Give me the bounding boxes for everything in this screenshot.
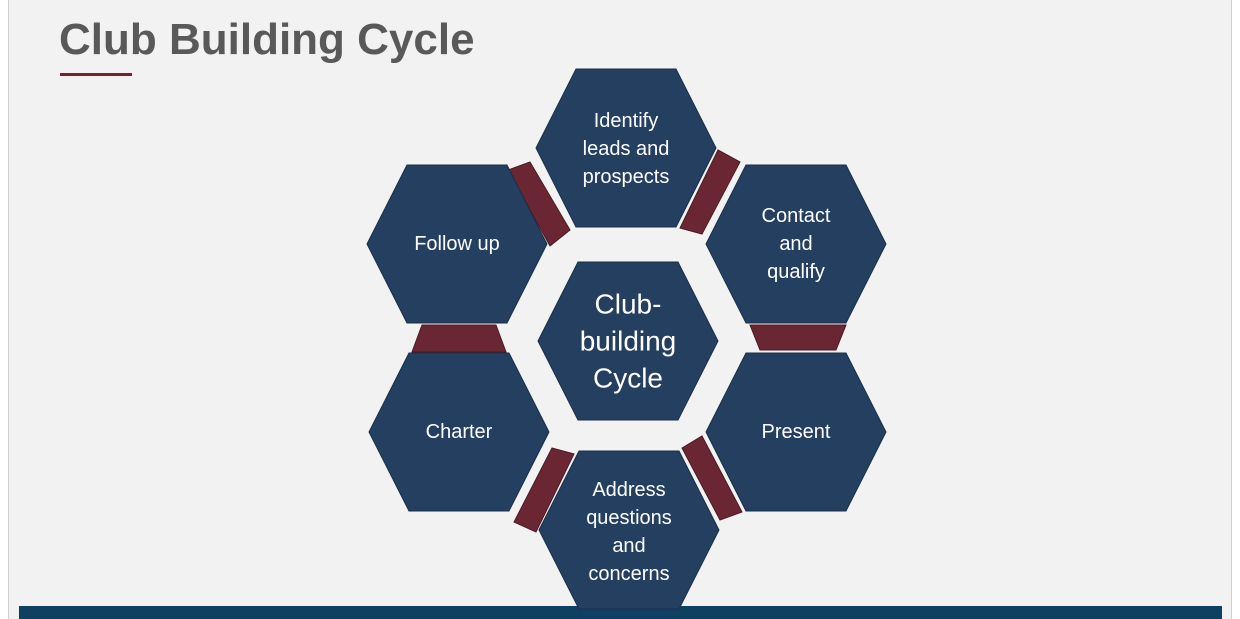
hexagon-address	[538, 450, 720, 610]
step-label-present: Present	[721, 418, 871, 446]
connector-address-charter	[513, 447, 575, 533]
step-label-follow-up: Follow up	[382, 230, 532, 258]
connector-follow-up-identify	[507, 161, 571, 247]
step-label-line: concerns	[588, 563, 670, 585]
step-label-line: Contact	[761, 205, 831, 227]
step-label-line: qualify	[767, 261, 825, 283]
center-label: Club- building Cycle	[553, 286, 703, 397]
step-label-line: Address	[592, 479, 666, 501]
center-label-line: building	[579, 325, 677, 357]
step-label-contact: Contact and qualify	[721, 202, 871, 286]
hexagon-charter	[368, 352, 550, 512]
step-label-line: and	[779, 233, 813, 255]
hexagon-contact	[705, 164, 887, 324]
connector-follow-up-charter	[411, 324, 507, 353]
step-label-line: prospects	[582, 166, 670, 188]
hexagons	[366, 68, 887, 610]
step-label-line: Charter	[425, 421, 493, 443]
center-label-line: Club-	[594, 288, 662, 320]
slide-title: Club Building Cycle	[59, 15, 475, 64]
footer-bar	[19, 606, 1222, 619]
hexagon-center	[537, 261, 719, 421]
hexagon-follow-up	[366, 164, 548, 324]
step-label-identify: Identify leads and prospects	[551, 107, 701, 191]
step-label-line: Present	[761, 421, 831, 443]
hexagon-present	[705, 352, 887, 512]
step-label-line: questions	[586, 507, 672, 529]
step-label-line: Identify	[593, 110, 659, 132]
connector-contact-present	[749, 324, 847, 351]
connectors	[411, 149, 847, 533]
connector-identify-contact	[679, 149, 741, 235]
step-label-line: and	[612, 535, 646, 557]
step-label-charter: Charter	[384, 418, 534, 446]
step-label-address: Address questions and concerns	[554, 476, 704, 588]
hexagon-identify	[535, 68, 717, 228]
connector-present-address	[681, 435, 743, 521]
title-underline	[60, 73, 132, 76]
center-label-line: Cycle	[592, 362, 663, 394]
step-label-line: leads and	[582, 138, 670, 160]
step-label-line: Follow up	[414, 233, 500, 255]
